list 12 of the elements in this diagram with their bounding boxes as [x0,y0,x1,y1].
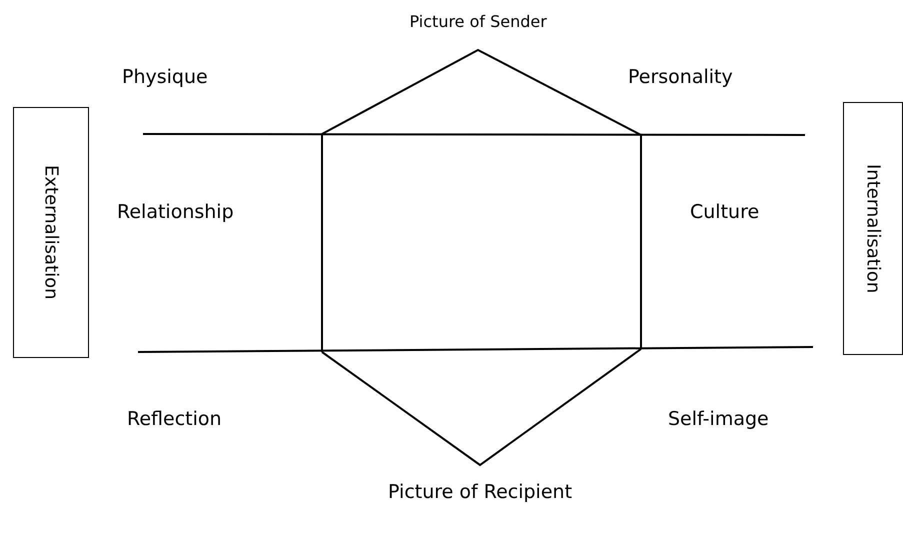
facet-label: Personality [628,66,733,88]
facet-label: Relationship [117,201,234,223]
facet-label: Picture of Sender [410,12,547,31]
vertical-label: Internalisation [862,164,884,294]
label-box [13,107,89,358]
facet-label: Picture of Recipient [388,481,572,503]
facet-label: Reflection [127,408,222,430]
label-box [843,102,903,355]
facet-label: Physique [122,66,208,88]
vertical-label: Externalisation [40,165,62,300]
facet-label: Self-image [668,408,769,430]
facet-label: Culture [690,201,760,223]
